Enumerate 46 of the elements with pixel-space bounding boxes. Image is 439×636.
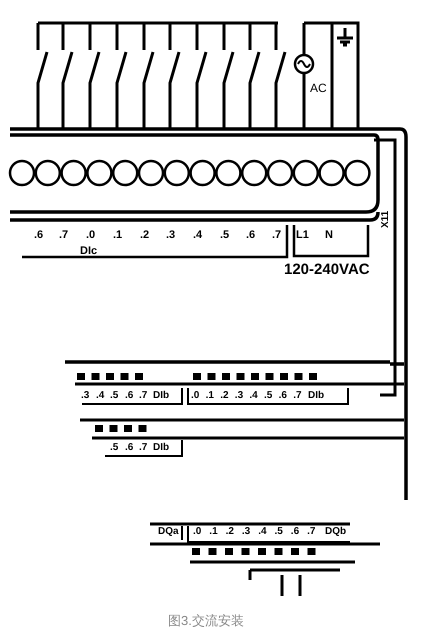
terminal-number: .3 [242, 527, 250, 537]
terminal-number: .3 [166, 230, 176, 241]
terminal-number: .2 [220, 391, 229, 401]
terminal-number: .1 [206, 391, 214, 401]
terminal-number: .4 [258, 527, 267, 537]
terminal-number: .5 [264, 391, 272, 401]
terminal-number: .7 [139, 443, 148, 453]
terminal-number: .1 [113, 230, 122, 241]
terminal-number: .1 [209, 527, 218, 537]
terminal-number: .7 [293, 391, 302, 401]
terminal-number: .2 [140, 230, 150, 241]
terminal-number: .4 [96, 391, 104, 401]
terminal-number: .2 [226, 527, 234, 537]
group-label: DQa [158, 527, 179, 537]
terminal-number: .7 [59, 230, 68, 241]
terminal-number: .7 [139, 391, 148, 401]
terminal-number: .6 [34, 230, 44, 241]
group-label: DIc [80, 246, 98, 257]
voltage-label: 120-240VAC [284, 262, 370, 277]
terminal-number: .3 [81, 391, 90, 401]
connector-label: X11 [381, 210, 391, 228]
terminal-number: .6 [125, 391, 134, 401]
terminal-number: .6 [290, 527, 300, 537]
terminal-number: .6 [125, 443, 134, 453]
figure-caption: 图3.交流安装 [168, 614, 244, 627]
terminal-number: .6 [246, 230, 256, 241]
terminal-number: .4 [249, 391, 258, 401]
terminal-number: .7 [307, 527, 316, 537]
terminal-number: .5 [220, 230, 230, 241]
terminal-number: .6 [278, 391, 287, 401]
terminal-number: .0 [193, 527, 202, 537]
group-label: DIb [153, 443, 170, 453]
terminal-number: .5 [110, 391, 118, 401]
terminal-label: L1 [296, 230, 309, 241]
terminal-number: .4 [193, 230, 202, 241]
group-label: DIb [308, 391, 324, 401]
terminal-number: .7 [272, 230, 282, 241]
terminal-number: .3 [234, 391, 244, 401]
terminal-label: N [325, 230, 333, 241]
group-label: DQb [325, 527, 346, 537]
terminal-number: .0 [86, 230, 96, 241]
terminal-number: .5 [274, 527, 283, 537]
power-label: AC [310, 82, 327, 94]
group-label: DIb [153, 391, 170, 401]
terminal-number: .0 [191, 391, 200, 401]
terminal-number: .5 [110, 443, 118, 453]
